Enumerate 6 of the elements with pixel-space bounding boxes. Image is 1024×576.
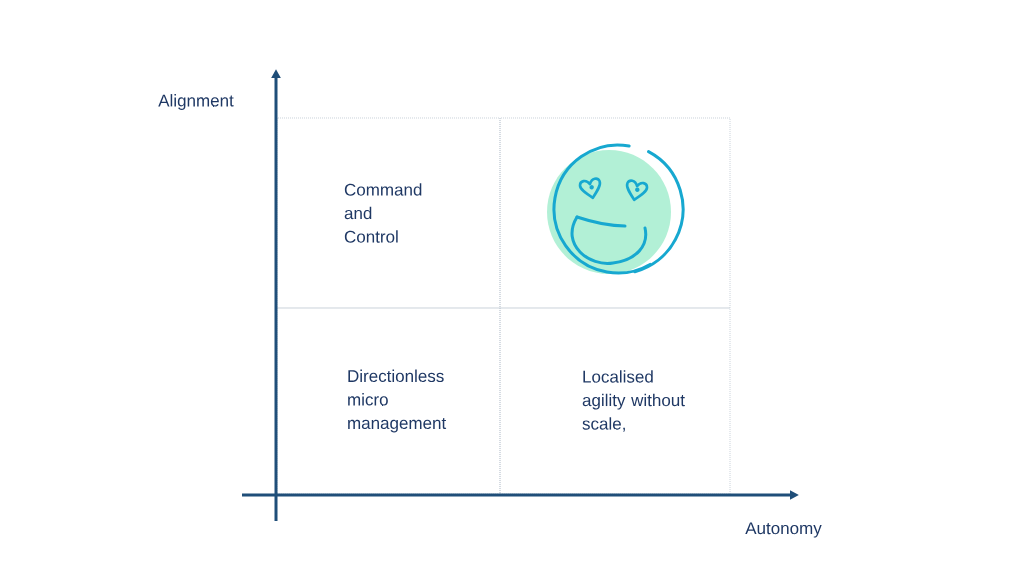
quadrant-cell: Localised agility without scale, [499, 307, 731, 495]
quadrant-cell: Directionless micro management [276, 307, 501, 495]
axis-label: Autonomy [745, 522, 822, 538]
quadrant-cell [499, 117, 731, 309]
quadrant-cell: Command and Control [276, 117, 501, 309]
axis-label: Alignment [158, 94, 234, 110]
